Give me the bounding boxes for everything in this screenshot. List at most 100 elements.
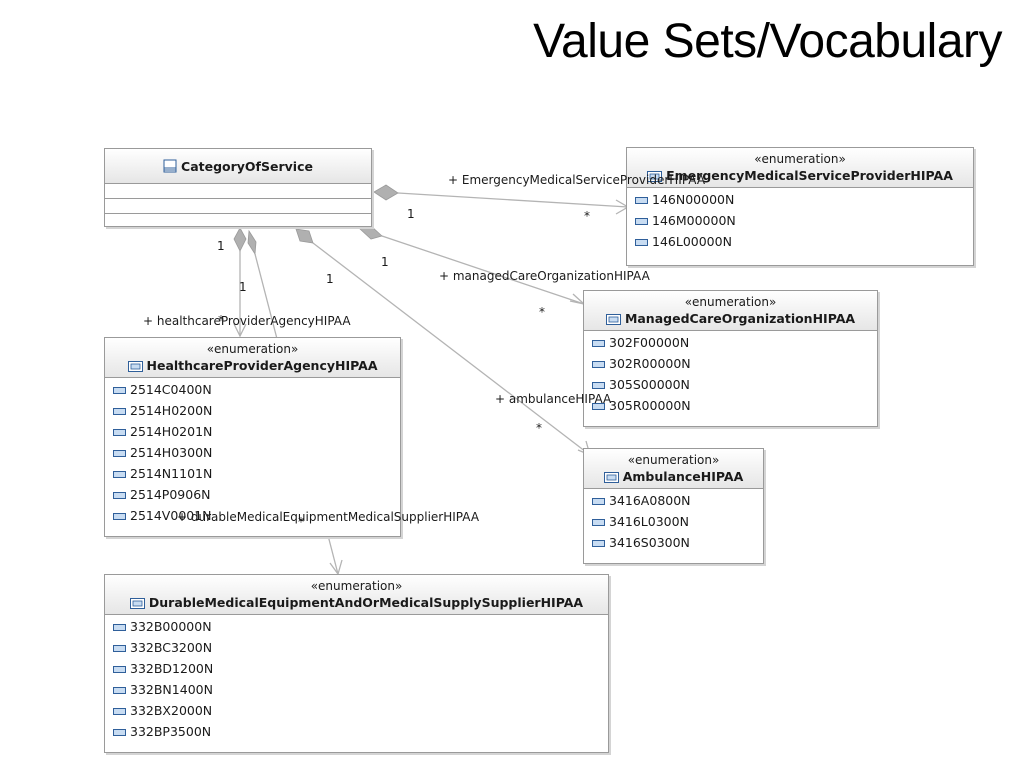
composition-diamond-emergency (373, 184, 399, 201)
composition-diamond-healthcare-agency (233, 227, 247, 252)
class-icon (163, 159, 177, 173)
stereotype-label: «enumeration» (754, 152, 846, 166)
class-name: CategoryOfService (181, 159, 313, 174)
role-label-ambulance: + ambulanceHIPAA (495, 392, 612, 406)
role-label-durable: + durableMedicalEquipmentMedicalSupplier… (177, 510, 480, 524)
stereotype-label: «enumeration» (627, 453, 720, 467)
target-multiplicity-durable: * (298, 515, 304, 529)
source-multiplicity-emergency: 1 (407, 207, 415, 221)
role-label-healthcare-agency: + healthcareProviderAgencyHIPAA (143, 314, 351, 328)
enum-ambulance[interactable]: «enumeration» AmbulanceHIPAA 3416A0800N … (583, 448, 764, 564)
composition-diamond-managed-care (359, 225, 383, 240)
literals-compartment: 332B00000N 332BC3200N 332BD1200N 332BN14… (105, 615, 608, 744)
enumeration-literal-icon (113, 687, 126, 694)
enum-durable-medical-equipment-supplier[interactable]: «enumeration» DurableMedicalEquipmentAnd… (104, 574, 609, 753)
enum-literal: 2514V0001N (105, 505, 400, 526)
enum-name: EmergencyMedicalServiceProviderHIPAA (666, 168, 953, 183)
enumeration-literal-icon (113, 513, 126, 520)
target-multiplicity-ambulance: * (536, 421, 542, 435)
enum-header: «enumeration» DurableMedicalEquipmentAnd… (105, 575, 608, 615)
enum-literal: 2514H0300N (105, 442, 400, 463)
category-of-service-class[interactable]: CategoryOfService (104, 148, 372, 227)
enumeration-icon (127, 361, 143, 372)
literals-compartment: 2514C0400N 2514H0200N 2514H0201N 2514H03… (105, 378, 400, 528)
enum-literal: 2514P0906N (105, 484, 400, 505)
literals-compartment: 302F00000N 302R00000N 305S00000N 305R000… (584, 331, 877, 418)
enum-literal: 305R00000N (584, 395, 877, 416)
literals-compartment: 146N00000N 146M00000N 146L00000N (627, 188, 973, 254)
enumeration-literal-icon (113, 729, 126, 736)
enumeration-literal-icon (592, 519, 605, 526)
enumeration-literal-icon (113, 387, 126, 394)
enumeration-literal-icon (592, 340, 605, 347)
enum-literal: 305S00000N (584, 374, 877, 395)
source-multiplicity-durable: 1 (239, 280, 247, 294)
composition-diamond-durable (247, 229, 257, 256)
enumeration-literal-icon (592, 382, 605, 389)
enumeration-literal-icon (113, 471, 126, 478)
assoc-line-managed-care (381, 235, 585, 305)
enumeration-literal-icon (592, 540, 605, 547)
stereotype-label: «enumeration» (310, 579, 403, 593)
enum-literal: 332BD1200N (105, 658, 608, 679)
assoc-line-ambulance (312, 242, 591, 456)
slide-title: Value Sets/Vocabulary (533, 15, 1002, 68)
enumeration-literal-icon (592, 361, 605, 368)
enum-name: ManagedCareOrganizationHIPAA (624, 311, 856, 326)
enum-literal: 302R00000N (584, 353, 877, 374)
enum-literal: 332B00000N (105, 616, 608, 637)
enumeration-literal-icon (113, 492, 126, 499)
assoc-line-emergency (397, 192, 629, 208)
enum-header: «enumeration» ManagedCareOrganizationHIP… (584, 291, 877, 331)
enum-literal: 332BP3500N (105, 721, 608, 742)
role-label-managed-care: + managedCareOrganizationHIPAA (439, 269, 650, 283)
enum-name: AmbulanceHIPAA (622, 469, 744, 484)
literals-compartment: 3416A0800N 3416L0300N 3416S0300N (584, 489, 763, 555)
enumeration-literal-icon (635, 218, 648, 225)
enum-literal: 146L00000N (627, 231, 973, 252)
enum-header: «enumeration» HealthcareProviderAgencyHI… (105, 338, 400, 378)
class-header: CategoryOfService (105, 149, 371, 184)
enumeration-literal-icon (113, 450, 126, 457)
target-multiplicity-managed-care: * (539, 305, 545, 319)
enumeration-literal-icon (113, 708, 126, 715)
source-multiplicity-ambulance: 1 (326, 272, 334, 286)
arrowhead-managed-care (569, 293, 587, 306)
stereotype-label: «enumeration» (206, 342, 299, 356)
enum-literal: 2514C0400N (105, 379, 400, 400)
arrowhead-healthcare-agency (233, 323, 247, 338)
enumeration-literal-icon (635, 197, 648, 204)
enum-literal: 332BC3200N (105, 637, 608, 658)
enum-header: «enumeration» AmbulanceHIPAA (584, 449, 763, 489)
enum-literal: 302F00000N (584, 332, 877, 353)
enumeration-literal-icon (113, 624, 126, 631)
enumeration-literal-icon (113, 408, 126, 415)
enum-literal: 2514N1101N (105, 463, 400, 484)
enumeration-icon (129, 598, 145, 609)
target-multiplicity-healthcare-agency: * (218, 313, 224, 327)
composition-diamond-ambulance (295, 228, 314, 244)
operations-compartment (105, 199, 371, 214)
stereotype-label: «enumeration» (684, 295, 777, 309)
enum-literal: 332BX2000N (105, 700, 608, 721)
role-label-emergency: + EmergencyMedicalServiceProviderHIPAA (448, 173, 706, 187)
enum-emergency-medical-service-provider[interactable]: «enumeration» EmergencyMedicalServicePro… (626, 147, 974, 266)
enumeration-literal-icon (113, 666, 126, 673)
enum-literal: 3416S0300N (584, 532, 763, 553)
enum-literal: 146M00000N (627, 210, 973, 231)
enum-literal: 2514H0201N (105, 421, 400, 442)
enumeration-literal-icon (592, 403, 605, 410)
enum-managed-care-organization[interactable]: «enumeration» ManagedCareOrganizationHIP… (583, 290, 878, 427)
target-multiplicity-emergency: * (584, 209, 590, 223)
enum-name: HealthcareProviderAgencyHIPAA (146, 358, 378, 373)
enumeration-literal-icon (113, 429, 126, 436)
enum-literal: 2514H0200N (105, 400, 400, 421)
enumeration-literal-icon (635, 239, 648, 246)
enum-healthcare-provider-agency[interactable]: «enumeration» HealthcareProviderAgencyHI… (104, 337, 401, 537)
enum-header: «enumeration» EmergencyMedicalServicePro… (627, 148, 973, 188)
enum-name: DurableMedicalEquipmentAndOrMedicalSuppl… (148, 595, 584, 610)
enumeration-literal-icon (113, 645, 126, 652)
source-multiplicity-managed-care: 1 (381, 255, 389, 269)
enumeration-icon (603, 472, 619, 483)
enum-literal: 146N00000N (627, 189, 973, 210)
